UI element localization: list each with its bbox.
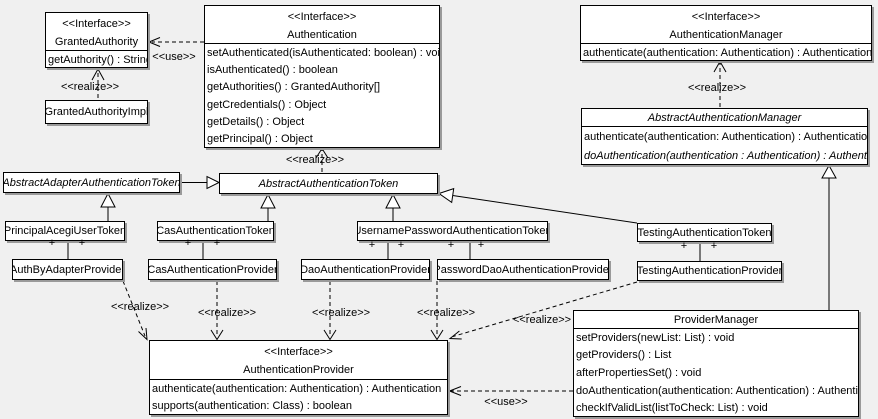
association-plus-mark: +	[368, 239, 376, 251]
class-name: AbstractAuthenticationToken	[258, 177, 399, 190]
realize-label: <<realize>>	[285, 154, 345, 166]
class-name: TestingAuthenticationToken	[637, 226, 772, 239]
class-method: checkIfValidList(listToCheck: List) : vo…	[576, 402, 768, 415]
arrowhead-use-provider-manager	[448, 386, 462, 396]
class-method: doAuthentication(authentication : Authen…	[584, 149, 867, 162]
class-name: PasswordDaoAuthenticationProvider	[437, 263, 609, 276]
class-box-abstract-authentication-manager[interactable]: AbstractAuthenticationManager authentica…	[581, 108, 868, 165]
class-method: authenticate(authentication: Authenticat…	[583, 46, 871, 59]
class-method: getDetails() : Object	[207, 115, 305, 128]
class-box-granted-authority[interactable]: <<Interface>> GrantedAuthority getAuthor…	[45, 12, 148, 68]
arrowhead-realize-testing	[448, 330, 462, 340]
class-stereotype: <<Interface>>	[287, 11, 357, 23]
class-box-authentication-manager[interactable]: <<Interface>> AuthenticationManager auth…	[580, 5, 872, 61]
association-plus-mark: +	[48, 237, 56, 249]
realize-label: <<realize>>	[687, 82, 747, 94]
arrowhead-realize-auth-manager	[713, 60, 727, 73]
class-method: getCredentials() : Object	[207, 98, 327, 111]
realize-label: <<realize>>	[197, 307, 257, 319]
class-box-authentication[interactable]: <<Interface>> Authentication setAuthenti…	[204, 5, 440, 148]
class-method: setProviders(newList: List) : void	[576, 331, 735, 344]
class-stereotype: <<Interface>>	[62, 18, 131, 30]
generalization-username-password-token-to-abstract-token	[385, 193, 401, 221]
class-method: getProviders() : List	[576, 349, 672, 362]
class-method: doAuthentication(authentication: Authent…	[576, 384, 858, 397]
class-stereotype: <<Interface>>	[264, 346, 333, 358]
realize-label: <<realize>>	[60, 81, 120, 93]
generalization-cas-token-to-abstract-token	[260, 193, 276, 221]
class-method: getAuthority() : String	[48, 53, 147, 66]
class-method: authenticate(authentication: Authenticat…	[152, 382, 442, 395]
class-name: AbstractAdapterAuthenticationToken	[3, 176, 180, 189]
class-box-provider-manager[interactable]: ProviderManager setProviders(newList: Li…	[573, 310, 859, 417]
class-stereotype: <<Interface>>	[691, 11, 761, 23]
class-box-auth-by-adapter-provider[interactable]: AuthByAdapterProvider	[12, 259, 123, 280]
class-name: Authentication	[287, 29, 357, 41]
association-plus-mark: +	[680, 240, 688, 252]
class-method: supports(authentication: Class) : boolea…	[152, 400, 352, 413]
use-label: <<use>>	[152, 51, 196, 63]
realize-label: <<realize>>	[110, 301, 170, 313]
class-name: AuthenticationProvider	[243, 364, 354, 376]
class-name: CasAuthenticationProvider	[148, 263, 277, 276]
class-method: isAuthenticated() : boolean	[207, 63, 338, 76]
generalization-provider-manager-to-abstract-manager	[821, 164, 837, 310]
realize-label: <<realize>>	[512, 314, 572, 326]
class-method: afterPropertiesSet() : void	[576, 366, 702, 379]
generalization-testing-token-to-abstract-token	[437, 187, 638, 224]
association-plus-mark: +	[397, 239, 405, 251]
class-name: UsernamePasswordAuthenticationToken	[357, 225, 548, 237]
class-box-dao-authentication-provider[interactable]: DaoAuthenticationProvider	[301, 259, 430, 280]
class-name: PrincipalAcegiUserToken	[5, 225, 125, 237]
class-box-testing-authentication-provider[interactable]: TestingAuthenticationProvider	[637, 261, 782, 281]
class-method: getPrincipal() : Object	[207, 133, 313, 146]
generalization-principal-acegi-to-adapter-token	[100, 192, 116, 221]
class-box-username-password-authentication-token[interactable]: UsernamePasswordAuthenticationToken	[357, 221, 548, 241]
class-name: AbstractAuthenticationManager	[582, 109, 867, 127]
realize-testing-provider-to-auth-provider	[452, 281, 638, 337]
class-method: authenticate(authentication: Authenticat…	[584, 130, 867, 143]
association-plus-mark: +	[447, 239, 455, 251]
class-name: AuthenticationManager	[669, 29, 783, 41]
class-name: TestingAuthenticationProvider	[637, 265, 782, 277]
association-plus-mark: +	[78, 237, 86, 249]
realize-label: <<realize>>	[416, 307, 476, 319]
class-box-cas-authentication-token[interactable]: CasAuthenticationToken	[157, 221, 274, 241]
arrowhead-realize-dao	[323, 329, 337, 341]
class-box-principal-acegi-user-token[interactable]: PrincipalAcegiUserToken	[5, 221, 125, 241]
use-label: <<use>>	[484, 396, 528, 408]
arrowhead-realize-authentication	[315, 147, 329, 159]
class-box-authentication-provider[interactable]: <<Interface>> AuthenticationProvider aut…	[149, 340, 448, 415]
arrowhead-realize-authbyadapter	[138, 327, 148, 341]
class-method: getAuthorities() : GrantedAuthority[]	[207, 81, 381, 94]
arrowhead-realize-password-dao	[430, 329, 444, 341]
realize-label: <<realize>>	[311, 307, 371, 319]
arrowhead-realize-granted	[91, 67, 105, 81]
association-plus-mark: +	[213, 237, 221, 249]
generalization-adapter-token-to-abstract-token	[180, 175, 221, 190]
class-name: AuthByAdapterProvider	[12, 263, 123, 276]
class-box-granted-authority-impl[interactable]: GrantedAuthorityImpl	[45, 100, 148, 124]
class-method: setAuthenticated(isAuthenticated: boolea…	[207, 46, 439, 59]
class-box-abstract-adapter-authentication-token[interactable]: AbstractAdapterAuthenticationToken	[3, 172, 180, 193]
association-plus-mark: +	[477, 239, 485, 251]
class-name: ProviderManager	[574, 311, 858, 329]
class-box-testing-authentication-token[interactable]: TestingAuthenticationToken	[637, 223, 772, 242]
arrowhead-use-granted	[147, 37, 161, 47]
class-name: GrantedAuthority	[54, 36, 139, 48]
class-name: GrantedAuthorityImpl	[45, 106, 148, 118]
class-name: CasAuthenticationToken	[157, 225, 274, 237]
class-box-password-dao-authentication-provider[interactable]: PasswordDaoAuthenticationProvider	[437, 259, 609, 280]
arrowhead-realize-cas	[210, 329, 224, 341]
class-name: DaoAuthenticationProvider	[301, 263, 430, 276]
association-plus-mark: +	[184, 237, 192, 249]
class-box-abstract-authentication-token[interactable]: AbstractAuthenticationToken	[219, 173, 438, 194]
realize-authbyadapter-to-auth-provider	[122, 280, 146, 337]
association-plus-mark: +	[710, 240, 718, 252]
class-box-cas-authentication-provider[interactable]: CasAuthenticationProvider	[148, 259, 277, 280]
